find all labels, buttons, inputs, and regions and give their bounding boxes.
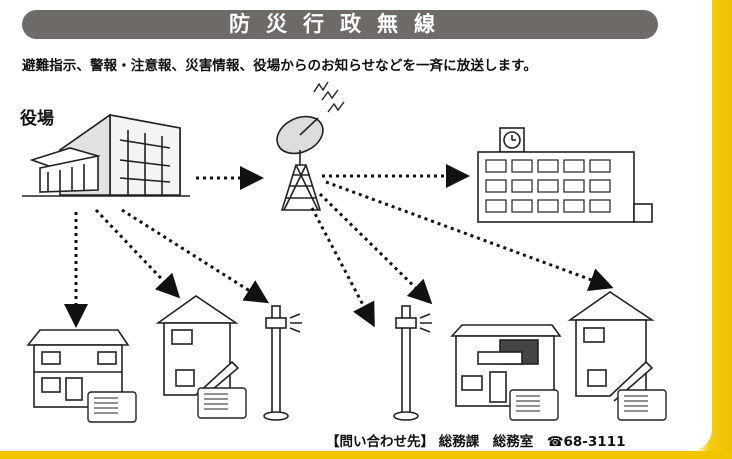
school-building-icon — [477, 127, 653, 223]
arrow-tower-to-house-4 — [325, 180, 614, 292]
contact-info: 【問い合わせ先】 総務課 総務室 ☎68-3111 — [326, 434, 626, 450]
arrow-hall-to-house-2 — [94, 208, 181, 299]
subtitle: 避難指示、警報・注意報、災害情報、役場からのお知らせなどを一斉に放送します。 — [22, 58, 537, 74]
house-4-icon — [567, 291, 655, 402]
outdoor-speaker-icon — [263, 305, 432, 421]
page-title: 防災行政無線 — [22, 10, 658, 39]
arrow-hall-to-speaker-1 — [121, 208, 270, 304]
radio-receiver-icon — [87, 387, 667, 423]
house-2-icon — [155, 295, 240, 401]
arrow-tower-to-house-3 — [318, 192, 433, 305]
house-3-icon — [450, 324, 562, 407]
antenna-tower-icon — [276, 81, 345, 211]
arrow-tower-to-speaker-2 — [310, 207, 375, 328]
city-hall-building-icon — [22, 113, 190, 197]
yellow-frame-bottom — [0, 451, 732, 459]
city-hall-label: 役場 — [20, 109, 54, 129]
broadcast-arrows — [64, 164, 614, 328]
